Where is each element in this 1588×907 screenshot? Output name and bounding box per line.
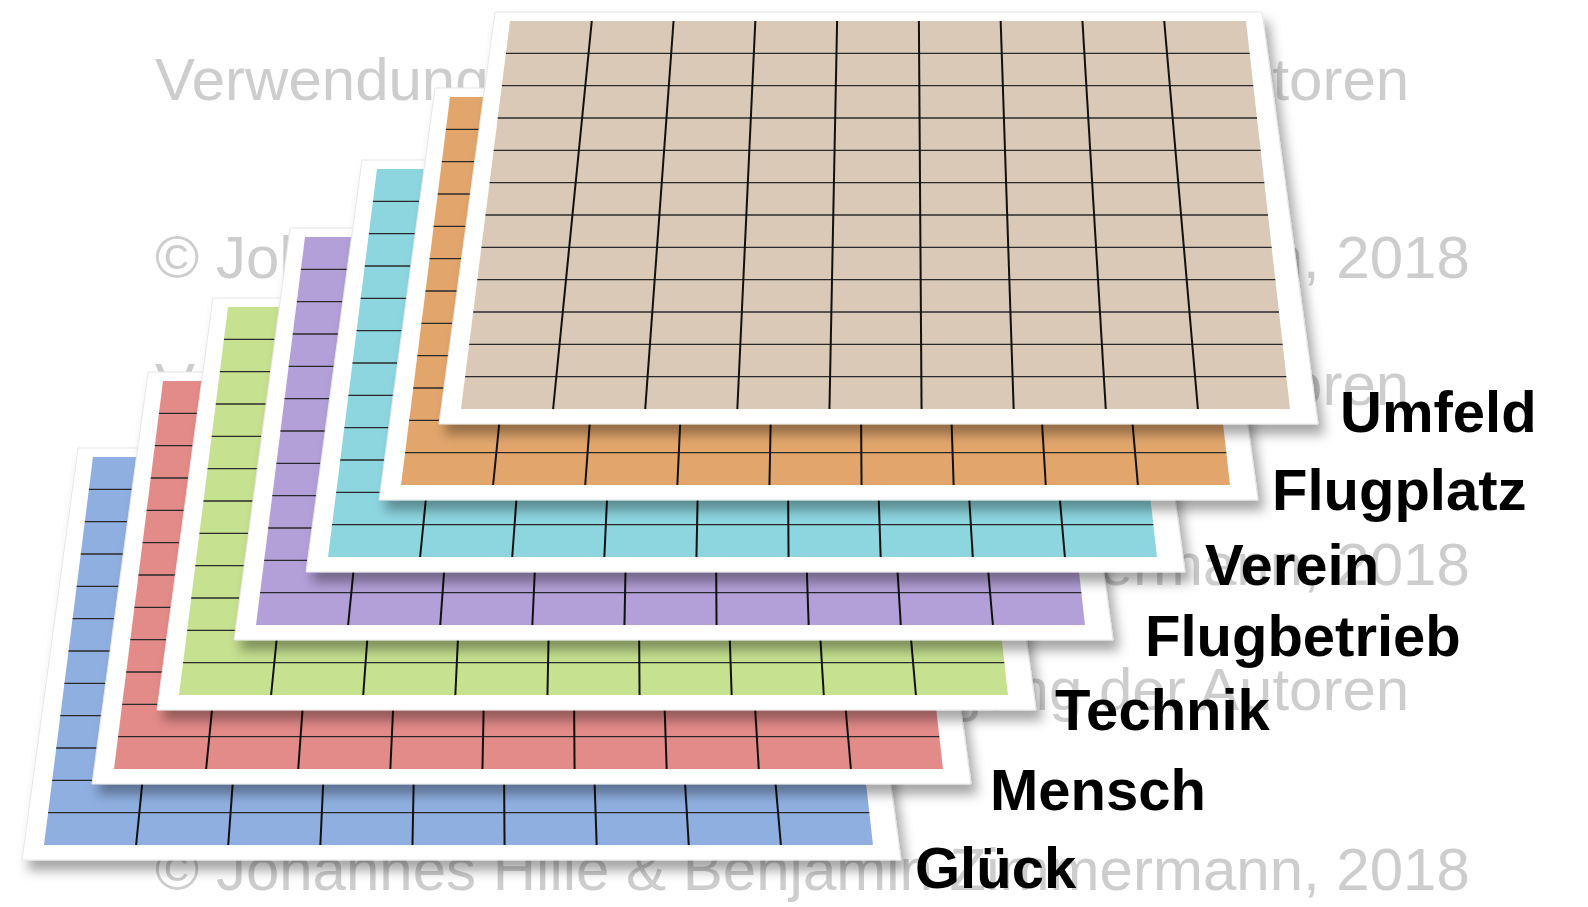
grid-row <box>332 524 1153 525</box>
grid-row <box>405 452 1226 453</box>
grid-column <box>737 21 755 409</box>
grid-row <box>506 53 1250 54</box>
grid-row <box>183 662 1004 663</box>
grid-row <box>469 344 1283 345</box>
grid-column <box>829 21 837 409</box>
grid-column <box>553 21 592 409</box>
layer-border <box>439 12 1318 424</box>
layer-label: Flugbetrieb <box>1145 607 1461 665</box>
layer-label: Verein <box>1205 536 1379 594</box>
grid-row <box>260 592 1081 593</box>
grid-lines <box>465 21 1286 409</box>
grid-row <box>490 182 1265 183</box>
layer-sheet: Umfeld <box>429 2 1328 434</box>
grid-column <box>1082 21 1105 409</box>
layer-label: Umfeld <box>1340 383 1537 441</box>
layer-label: Glück <box>915 839 1076 897</box>
grid-row <box>465 376 1286 377</box>
grid-row <box>48 812 869 813</box>
grid-column <box>1001 21 1014 409</box>
grid-row <box>498 117 1257 118</box>
grid-row <box>118 736 939 737</box>
grid-column <box>645 21 673 409</box>
layer-label: Flugplatz <box>1272 461 1527 519</box>
grid-row <box>486 214 1269 215</box>
grid-row <box>494 150 1261 151</box>
grid-column <box>1164 21 1198 409</box>
layer-graphic <box>429 2 1328 434</box>
grid-column <box>919 21 922 409</box>
grid-row <box>473 311 1279 312</box>
grid-row <box>481 247 1271 248</box>
layer-fill <box>461 21 1290 409</box>
grid-row <box>477 279 1275 280</box>
layer-label: Technik <box>1055 681 1270 739</box>
grid-row <box>502 85 1254 86</box>
layer-label: Mensch <box>990 761 1206 819</box>
